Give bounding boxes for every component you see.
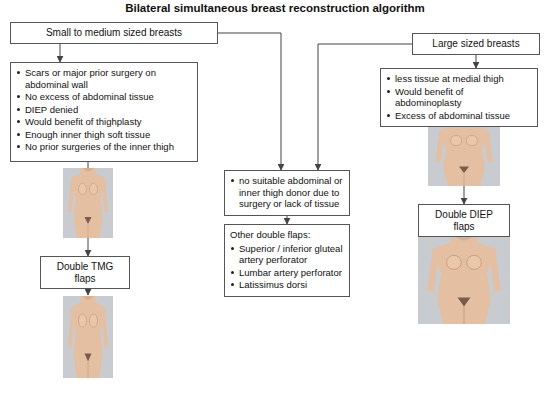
bullet-text: no suitable abdominal or inner thigh don… — [239, 175, 344, 210]
bullet-dot — [231, 271, 234, 274]
bullet-dot — [17, 120, 20, 123]
bullet-dot — [387, 114, 390, 117]
bullet-dot — [17, 108, 20, 111]
box-label: Double DIEP flaps — [424, 209, 504, 232]
option-box: Other double flaps: Superior / inferior g… — [224, 224, 350, 297]
bullet-text: Excess of abdominal tissue — [395, 110, 510, 122]
list-row: No prior surgeries of the inner thigh — [16, 141, 192, 153]
bullet-dot — [231, 247, 234, 250]
photo — [63, 296, 113, 378]
arrow-connector — [60, 44, 61, 62]
start-box: Small to medium sized breasts — [10, 22, 218, 44]
bullet-text: No prior surgeries of the inner thigh — [25, 141, 174, 153]
bullet-dot — [231, 179, 234, 182]
list-row: Would benefit of thighplasty — [16, 116, 192, 128]
list-row: Lumbar artery perforator — [230, 267, 344, 279]
list-row: Latissimus dorsi — [230, 279, 344, 291]
bullet-dot — [17, 145, 20, 148]
photo — [428, 121, 500, 186]
list-row: Enough inner thigh soft tissue — [16, 129, 192, 141]
arrow-connector — [88, 162, 89, 256]
bullet-dot — [17, 133, 20, 136]
bullet-text: Enough inner thigh soft tissue — [25, 129, 150, 141]
bullet-text: Superior / inferior gluteal artery perfo… — [239, 243, 344, 266]
arrow-connector — [464, 127, 465, 204]
list-row: Excess of abdominal tissue — [386, 110, 532, 122]
bullet-text: Latissimus dorsi — [239, 279, 307, 291]
box-label: Double TMG flaps — [46, 261, 124, 284]
list-row: DIEP denied — [16, 104, 192, 116]
arrow-connector — [476, 55, 477, 68]
arrow-connector — [318, 44, 412, 170]
criteria-box: no suitable abdominal or inner thigh don… — [224, 170, 350, 216]
list-row: Would benefit of abdominoplasty — [386, 86, 532, 109]
bullet-dot — [17, 95, 20, 98]
bullet-dot — [17, 71, 20, 74]
bullet-text: Would benefit of thighplasty — [25, 116, 142, 128]
result-box: Double DIEP flaps — [418, 204, 510, 237]
result-box: Double TMG flaps — [40, 256, 130, 289]
photo — [63, 168, 113, 238]
list-row: Scars or major prior surgery on abdomina… — [16, 67, 192, 90]
bullet-text: less tissue at medial thigh — [395, 73, 504, 85]
list-row: Other double flaps: — [230, 229, 344, 242]
list-row: less tissue at medial thigh — [386, 73, 532, 85]
box-label: Large sized breasts — [432, 38, 519, 50]
bullet-dot — [387, 90, 390, 93]
bullet-text: Would benefit of abdominoplasty — [395, 86, 532, 109]
list-row: Superior / inferior gluteal artery perfo… — [230, 243, 344, 266]
arrow-connector — [287, 216, 288, 225]
list-heading: Other double flaps: — [230, 229, 310, 241]
bullet-dot — [231, 283, 234, 286]
criteria-box: Scars or major prior surgery on abdomina… — [10, 62, 198, 162]
start-box: Large sized breasts — [412, 33, 540, 55]
bullet-text: DIEP denied — [25, 104, 78, 116]
diagram-title: Bilateral simultaneous breast reconstruc… — [0, 2, 550, 14]
list-row: No excess of abdominal tissue — [16, 91, 192, 103]
bullet-dot — [387, 77, 390, 80]
box-label: Small to medium sized breasts — [46, 27, 182, 39]
bullet-text: No excess of abdominal tissue — [25, 91, 154, 103]
criteria-box: less tissue at medial thighWould benefit… — [380, 68, 538, 127]
bullet-text: Scars or major prior surgery on abdomina… — [25, 67, 192, 90]
list-row: no suitable abdominal or inner thigh don… — [230, 175, 344, 210]
photo — [418, 236, 510, 324]
bullet-text: Lumbar artery perforator — [239, 267, 342, 279]
arrow-connector — [218, 33, 281, 170]
